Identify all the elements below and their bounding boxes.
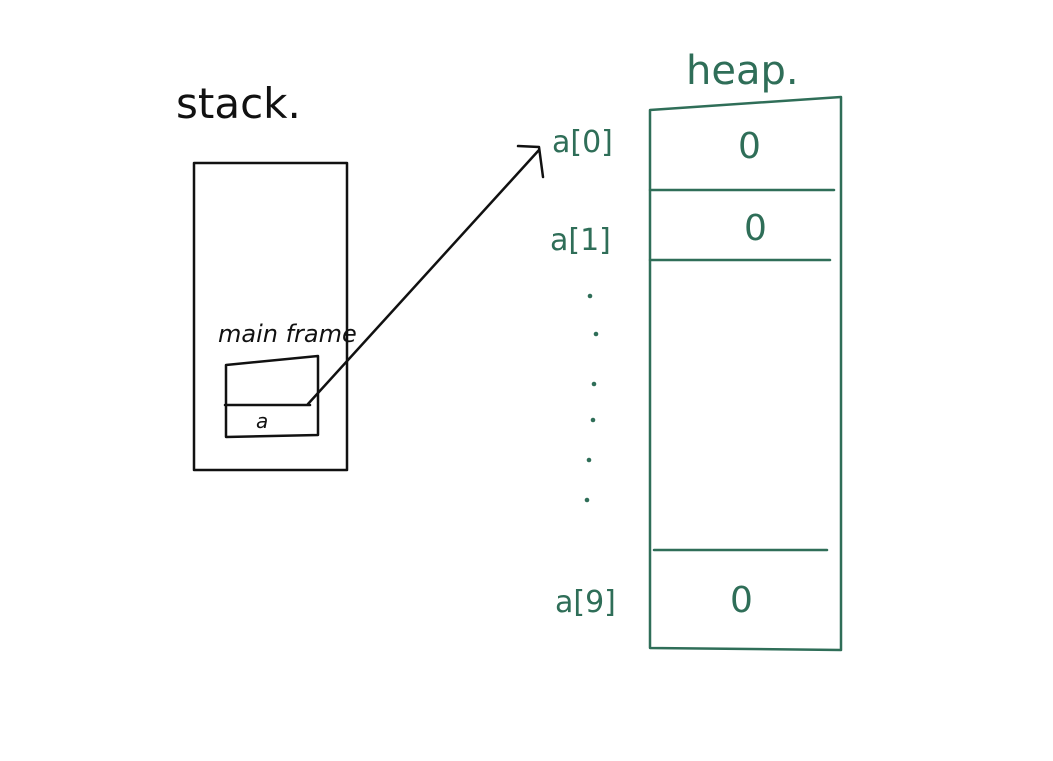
ellipsis-dots <box>584 293 599 503</box>
ellipsis-dot <box>593 331 599 337</box>
heap-value-a1: 0 <box>744 208 767 249</box>
variable-a-label: a <box>256 409 268 433</box>
stack-title: stack. <box>176 79 301 128</box>
arrow-head <box>516 144 545 179</box>
stack-box <box>192 161 349 472</box>
index-label-a1: a[1] <box>550 223 611 258</box>
heap-title: heap. <box>686 48 799 94</box>
ellipsis-dot <box>591 381 597 387</box>
ellipsis-dot <box>590 417 596 423</box>
ellipsis-dot <box>586 457 592 463</box>
heap-value-a0: 0 <box>738 126 761 167</box>
main-frame-label: main frame <box>218 320 357 348</box>
index-label-a9: a[9] <box>555 585 616 620</box>
heap-box <box>648 95 843 652</box>
index-label-a0: a[0] <box>552 125 613 160</box>
ellipsis-dot <box>584 497 590 503</box>
heap-value-a9: 0 <box>730 580 753 621</box>
main-frame-box <box>224 354 320 439</box>
ellipsis-dot <box>587 293 593 299</box>
reference-arrow <box>306 148 541 406</box>
